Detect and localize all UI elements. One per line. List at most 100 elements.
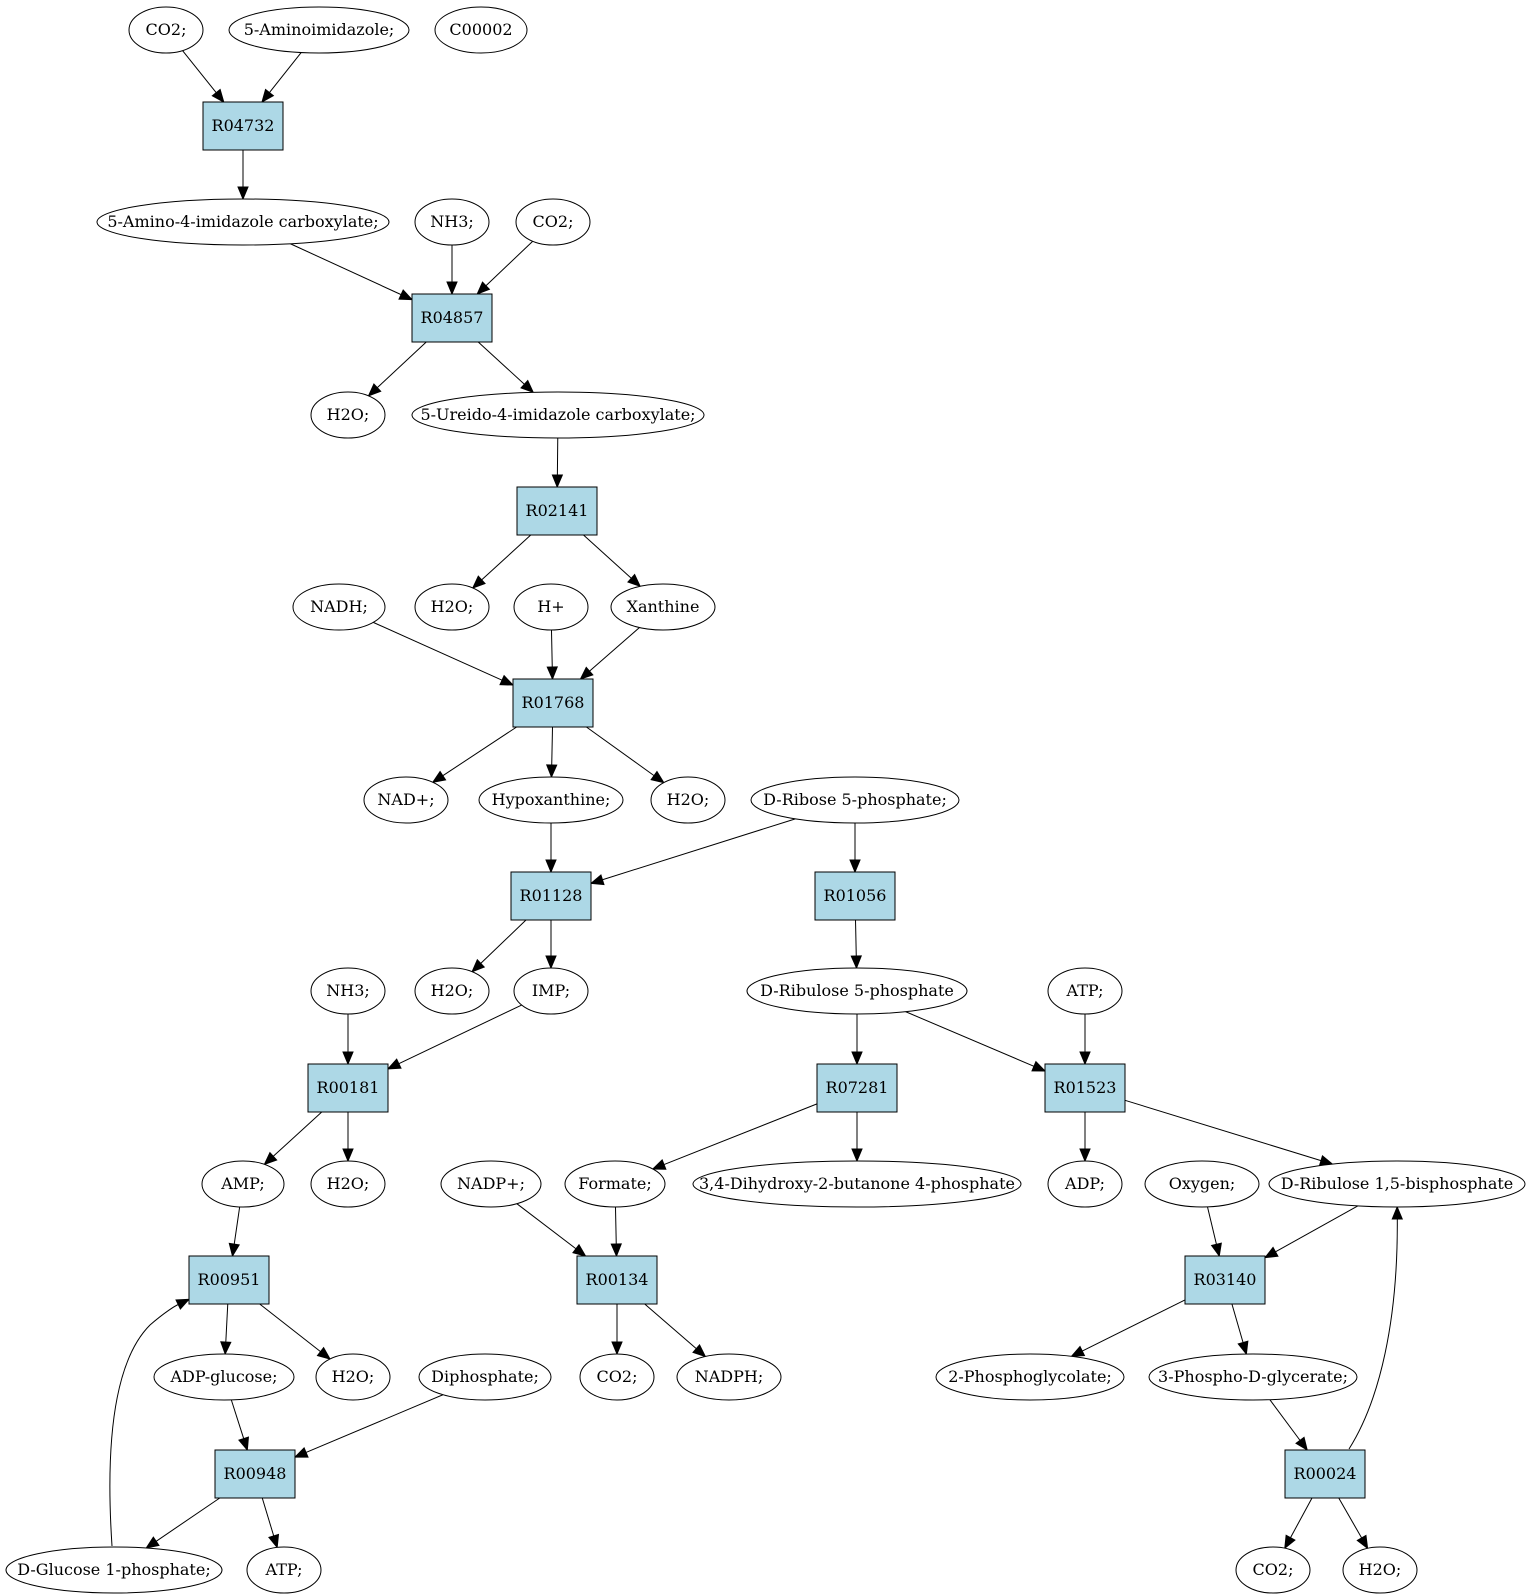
- compound-node-nadpplus[interactable]: NADP+;: [440, 1160, 542, 1208]
- compound-node-phosphoglycolate[interactable]: 2-Phosphoglycolate;: [935, 1353, 1125, 1401]
- compound-node-h2o_e[interactable]: H2O;: [310, 1160, 386, 1208]
- compound-ellipse: [1268, 1160, 1526, 1208]
- edge-co2_b-to-r04857-arrowhead: [476, 281, 491, 295]
- reaction-node-r04732[interactable]: R04732: [202, 101, 284, 151]
- compound-node-formate[interactable]: Formate;: [564, 1160, 666, 1208]
- reaction-node-r07281[interactable]: R07281: [816, 1063, 898, 1113]
- reaction-box: [816, 1063, 898, 1113]
- compound-node-ribulose5p[interactable]: D-Ribulose 5-phosphate: [746, 967, 968, 1015]
- compound-node-c00002[interactable]: C00002: [434, 6, 528, 54]
- compound-ellipse: [434, 6, 528, 54]
- node-label: H2O;: [667, 790, 710, 809]
- reaction-node-r01056[interactable]: R01056: [814, 871, 896, 921]
- edge-adpglucose-to-r00948: [230, 1399, 245, 1439]
- reaction-box: [214, 1449, 296, 1499]
- compound-node-aminoimidazole[interactable]: 5-Aminoimidazole;: [228, 6, 410, 54]
- edge-ribose5p-to-r01128: [602, 818, 796, 881]
- edge-co2_a-to-r04732-arrowhead: [211, 88, 225, 104]
- reaction-node-r00948[interactable]: R00948: [214, 1449, 296, 1499]
- compound-node-adp[interactable]: ADP;: [1047, 1160, 1123, 1208]
- compound-node-amp[interactable]: AMP;: [201, 1160, 285, 1208]
- compound-node-h2o_b[interactable]: H2O;: [414, 583, 490, 631]
- compound-node-h2o_c[interactable]: H2O;: [650, 776, 726, 824]
- compound-node-atp_b[interactable]: ATP;: [246, 1546, 322, 1594]
- compound-node-nadplus[interactable]: NAD+;: [363, 776, 449, 824]
- compound-ellipse: [315, 1353, 391, 1401]
- reaction-node-r01128[interactable]: R01128: [510, 871, 592, 921]
- node-label: H2O;: [327, 405, 370, 424]
- reaction-node-r00134[interactable]: R00134: [576, 1255, 658, 1305]
- compound-node-co2_d[interactable]: CO2;: [1235, 1546, 1311, 1594]
- compound-node-adpglucose[interactable]: ADP-glucose;: [153, 1353, 295, 1401]
- edge-aica-to-r04857: [290, 243, 402, 296]
- edge-r04732-to-aica-arrowhead: [237, 186, 249, 201]
- reaction-box: [1044, 1063, 1126, 1113]
- compound-node-h2o_d[interactable]: H2O;: [414, 967, 490, 1015]
- edge-r07281-to-formate: [663, 1103, 818, 1166]
- edge-r00181-to-amp-arrowhead: [263, 1151, 278, 1166]
- edge-r00951-to-adpglucose-arrowhead: [220, 1341, 232, 1356]
- compound-node-glucose1p[interactable]: D-Glucose 1-phosphate;: [5, 1546, 223, 1594]
- node-label: 5-Amino-4-imidazole carboxylate;: [107, 212, 378, 231]
- edge-xanthine-to-r01768-arrowhead: [579, 666, 594, 680]
- reaction-node-r02141[interactable]: R02141: [516, 486, 598, 536]
- compound-node-nh3_a[interactable]: NH3;: [414, 198, 490, 246]
- compound-node-oxygen[interactable]: Oxygen;: [1144, 1160, 1260, 1208]
- compound-node-nadh[interactable]: NADH;: [292, 583, 386, 631]
- edge-r00951-to-adpglucose: [225, 1303, 229, 1343]
- edge-r03140-to-phosphoglycolate: [1082, 1299, 1186, 1352]
- edge-imp-to-r00181-arrowhead: [386, 1058, 402, 1070]
- reaction-node-r04857[interactable]: R04857: [411, 293, 493, 343]
- node-label: AMP;: [220, 1174, 265, 1193]
- node-label: NH3;: [430, 212, 474, 231]
- compound-node-dhbp[interactable]: 3,4-Dihydroxy-2-butanone 4-phosphate: [692, 1160, 1022, 1208]
- reaction-box: [307, 1063, 389, 1113]
- edge-r00948-to-glucose1p-arrowhead: [145, 1536, 160, 1549]
- edge-rubp-to-r03140-arrowhead: [1263, 1246, 1279, 1259]
- reaction-box: [188, 1255, 270, 1305]
- compound-node-diphosphate[interactable]: Diphosphate;: [418, 1353, 552, 1401]
- reaction-node-r00024[interactable]: R00024: [1284, 1449, 1366, 1499]
- compound-node-rubp[interactable]: D-Ribulose 1,5-bisphosphate: [1268, 1160, 1526, 1208]
- reaction-node-r01768[interactable]: R01768: [512, 678, 594, 728]
- compound-node-pga[interactable]: 3-Phospho-D-glycerate;: [1148, 1353, 1358, 1401]
- compound-node-nadph[interactable]: NADPH;: [676, 1353, 782, 1401]
- compound-node-hplus[interactable]: H+: [513, 583, 589, 631]
- node-label: R00024: [1294, 1464, 1357, 1483]
- compound-ellipse: [1342, 1546, 1418, 1594]
- edge-hplus-to-r01768-arrowhead: [546, 666, 558, 681]
- compound-node-hypoxanthine[interactable]: Hypoxanthine;: [478, 776, 624, 824]
- compound-node-h2o_f[interactable]: H2O;: [315, 1353, 391, 1401]
- reaction-box: [411, 293, 493, 343]
- compound-node-h2o_a[interactable]: H2O;: [310, 391, 386, 439]
- reaction-node-r00181[interactable]: R00181: [307, 1063, 389, 1113]
- compound-node-nh3_b[interactable]: NH3;: [310, 967, 386, 1015]
- reaction-node-r01523[interactable]: R01523: [1044, 1063, 1126, 1113]
- compound-node-imp[interactable]: IMP;: [513, 967, 589, 1015]
- edge-r04857-to-ureido: [477, 341, 525, 385]
- node-label: D-Ribose 5-phosphate;: [763, 790, 947, 809]
- compound-ellipse: [310, 967, 386, 1015]
- compound-node-xanthine[interactable]: Xanthine: [610, 583, 716, 631]
- edge-ribulose5p-to-r01523-arrowhead: [1031, 1060, 1047, 1072]
- compound-node-ureido[interactable]: 5-Ureido-4-imidazole carboxylate;: [411, 391, 705, 439]
- edge-r01128-to-h2o_d-arrowhead: [471, 958, 486, 973]
- edge-nadh-to-r01768-arrowhead: [499, 674, 515, 686]
- compound-node-co2_a[interactable]: CO2;: [128, 6, 204, 54]
- edge-aica-to-r04857-arrowhead: [398, 289, 414, 301]
- compound-node-co2_b[interactable]: CO2;: [515, 198, 591, 246]
- compound-node-h2o_g[interactable]: H2O;: [1342, 1546, 1418, 1594]
- edge-r07281-to-dhbp-arrowhead: [851, 1148, 863, 1163]
- node-label: R01128: [520, 886, 583, 905]
- edge-r03140-to-phosphoglycolate-arrowhead: [1070, 1345, 1086, 1357]
- node-label: R00948: [224, 1464, 287, 1483]
- compound-ellipse: [515, 198, 591, 246]
- compound-node-ribose5p[interactable]: D-Ribose 5-phosphate;: [750, 776, 960, 824]
- compound-node-co2_c[interactable]: CO2;: [579, 1353, 655, 1401]
- reaction-node-r03140[interactable]: R03140: [1184, 1255, 1266, 1305]
- compound-node-atp_a[interactable]: ATP;: [1047, 967, 1123, 1015]
- compound-node-aica[interactable]: 5-Amino-4-imidazole carboxylate;: [96, 198, 390, 246]
- reaction-node-r00951[interactable]: R00951: [188, 1255, 270, 1305]
- node-label: 3-Phospho-D-glycerate;: [1158, 1367, 1348, 1386]
- edge-r00024-to-h2o_g-arrowhead: [1356, 1534, 1369, 1550]
